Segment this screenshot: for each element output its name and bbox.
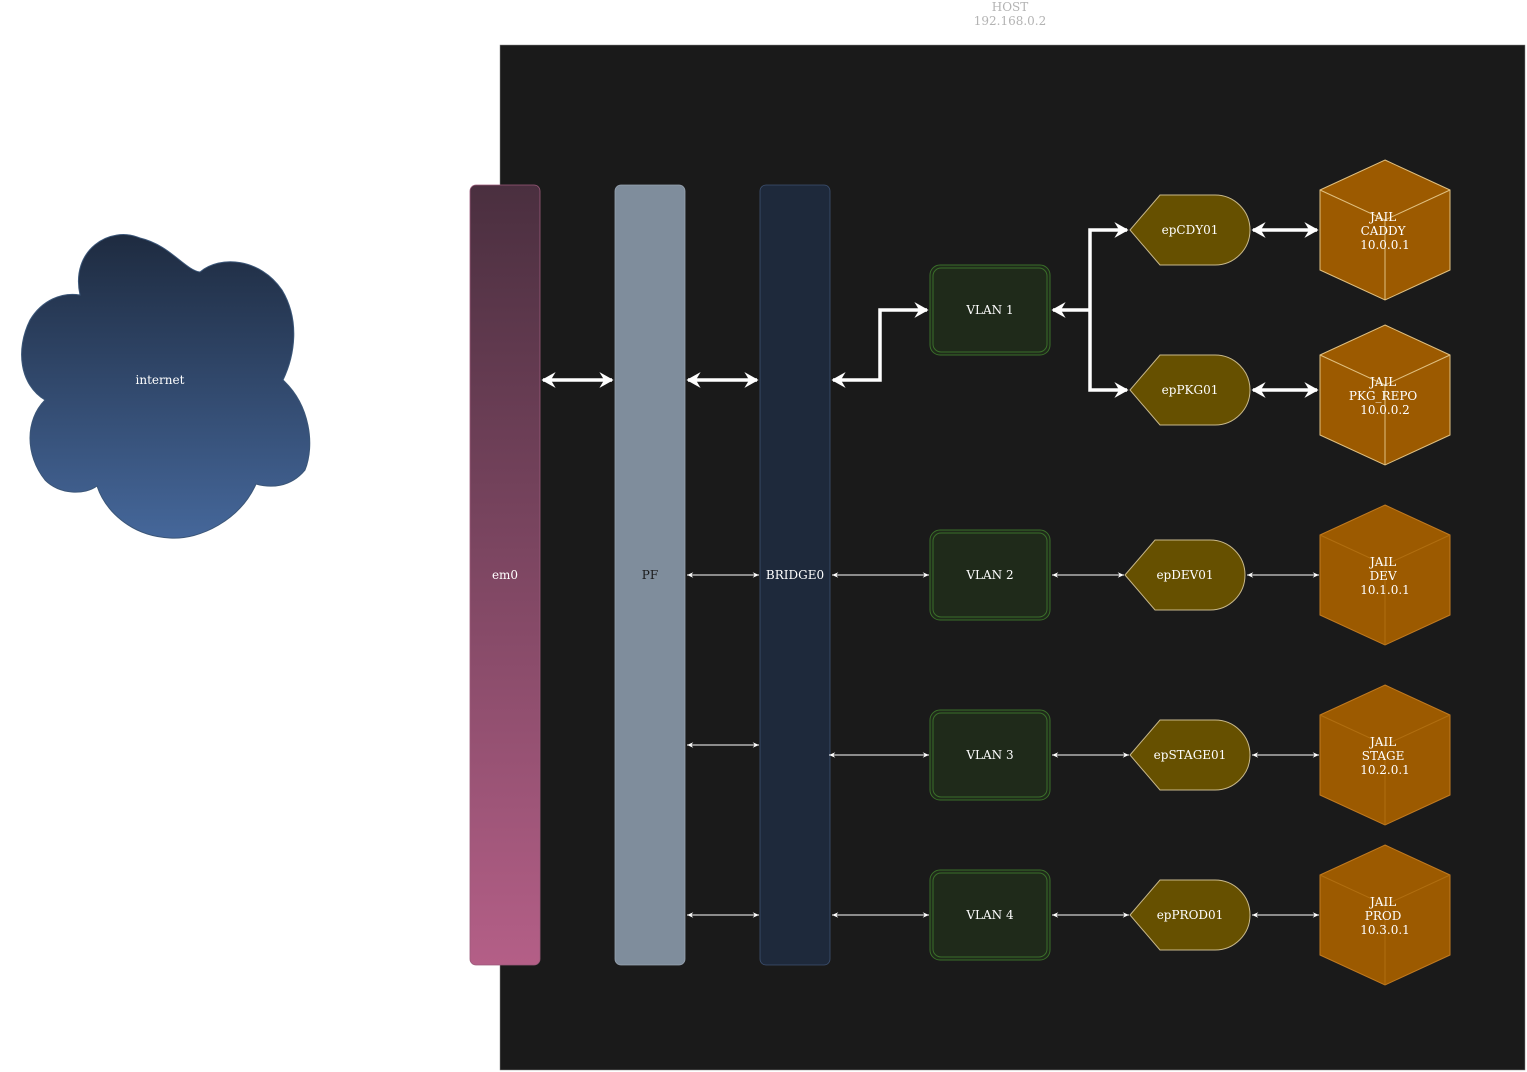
link-bridge-vlan1 [831, 302, 929, 388]
svg-text:JAIL PKG_REPO 10.0: JAIL PKG_REPO 10.0.0.2 [1349, 375, 1421, 417]
jail-caddy-ip: 10.0.0.1 [1360, 238, 1410, 252]
epair-stage01: epSTAGE01 [1129, 719, 1251, 791]
em0-interface: em0 [469, 184, 541, 966]
host-title: HOST [991, 0, 1029, 14]
vlan-2-label: VLAN 2 [965, 568, 1013, 582]
epair-pkg01: epPKG01 [1129, 354, 1251, 426]
pf-label: PF [642, 568, 658, 582]
bridge0-label: BRIDGE0 [766, 568, 824, 582]
jail-pkg-repo: JAIL PKG_REPO 10.0.0.2 [1319, 324, 1451, 466]
epair-cdy01-label: epCDY01 [1162, 223, 1219, 237]
jail-prod-name: PROD [1365, 909, 1402, 923]
link-vlan1-pkg [1088, 310, 1129, 398]
epair-dev01: epDEV01 [1124, 539, 1246, 611]
pf-interface: PF [614, 184, 686, 966]
internet-cloud: internet [21, 234, 311, 539]
vlan-1-label: VLAN 1 [965, 303, 1013, 317]
epair-prod01: epPROD01 [1129, 879, 1251, 951]
host-label: HOST 192.168.0.2 [940, 0, 1080, 28]
jail-stage-type: JAIL [1368, 735, 1396, 749]
jail-stage-ip: 10.2.0.1 [1360, 763, 1410, 777]
svg-text:JAIL PROD 10.3.0.1: JAIL PROD 10.3.0.1 [1360, 895, 1410, 937]
epair-dev01-label: epDEV01 [1156, 568, 1213, 582]
jail-stage-name: STAGE [1362, 749, 1405, 763]
link-vlan1-cdy [1088, 222, 1129, 310]
epair-cdy01: epCDY01 [1129, 194, 1251, 266]
em0-label: em0 [492, 568, 518, 582]
jail-dev: JAIL DEV 10.1.0.1 [1319, 504, 1451, 646]
vlan-4-label: VLAN 4 [965, 908, 1014, 922]
svg-text:JAIL DEV 10.1.0.1: JAIL DEV 10.1.0.1 [1360, 555, 1410, 597]
jail-dev-name: DEV [1370, 569, 1397, 583]
vlan-2: VLAN 2 [929, 529, 1051, 621]
vlan-4: VLAN 4 [929, 869, 1051, 961]
jail-prod-ip: 10.3.0.1 [1360, 923, 1410, 937]
epair-pkg01-label: epPKG01 [1162, 383, 1219, 397]
epair-stage01-label: epSTAGE01 [1154, 748, 1227, 762]
svg-text:JAIL CADDY 10.0.0.: JAIL CADDY 10.0.0.1 [1360, 210, 1410, 252]
jail-pkg-repo-name: PKG_REPO [1349, 389, 1417, 403]
jail-pkg-repo-ip: 10.0.0.2 [1360, 403, 1410, 417]
host-ip: 192.168.0.2 [973, 14, 1047, 28]
jail-stage: JAIL STAGE 10.2.0.1 [1319, 684, 1451, 826]
jail-prod-type: JAIL [1368, 895, 1396, 909]
vlan-3-label: VLAN 3 [965, 748, 1013, 762]
jail-caddy: JAIL CADDY 10.0.0.1 [1319, 159, 1451, 301]
jail-caddy-type: JAIL [1368, 210, 1396, 224]
jail-caddy-name: CADDY [1361, 224, 1407, 238]
thin-connectors [687, 572, 1319, 918]
jail-dev-ip: 10.1.0.1 [1360, 583, 1410, 597]
vlan-3: VLAN 3 [929, 709, 1051, 801]
epair-prod01-label: epPROD01 [1157, 908, 1224, 922]
vlan-1: VLAN 1 [929, 264, 1051, 356]
bridge0-interface: BRIDGE0 [759, 184, 831, 966]
jail-prod: JAIL PROD 10.3.0.1 [1319, 844, 1451, 986]
jail-pkg-repo-type: JAIL [1368, 375, 1396, 389]
jail-dev-type: JAIL [1368, 555, 1396, 569]
bold-connectors [541, 222, 1319, 398]
svg-text:JAIL STAGE 10.2.0.: JAIL STAGE 10.2.0.1 [1360, 735, 1410, 777]
internet-label: internet [136, 373, 185, 387]
